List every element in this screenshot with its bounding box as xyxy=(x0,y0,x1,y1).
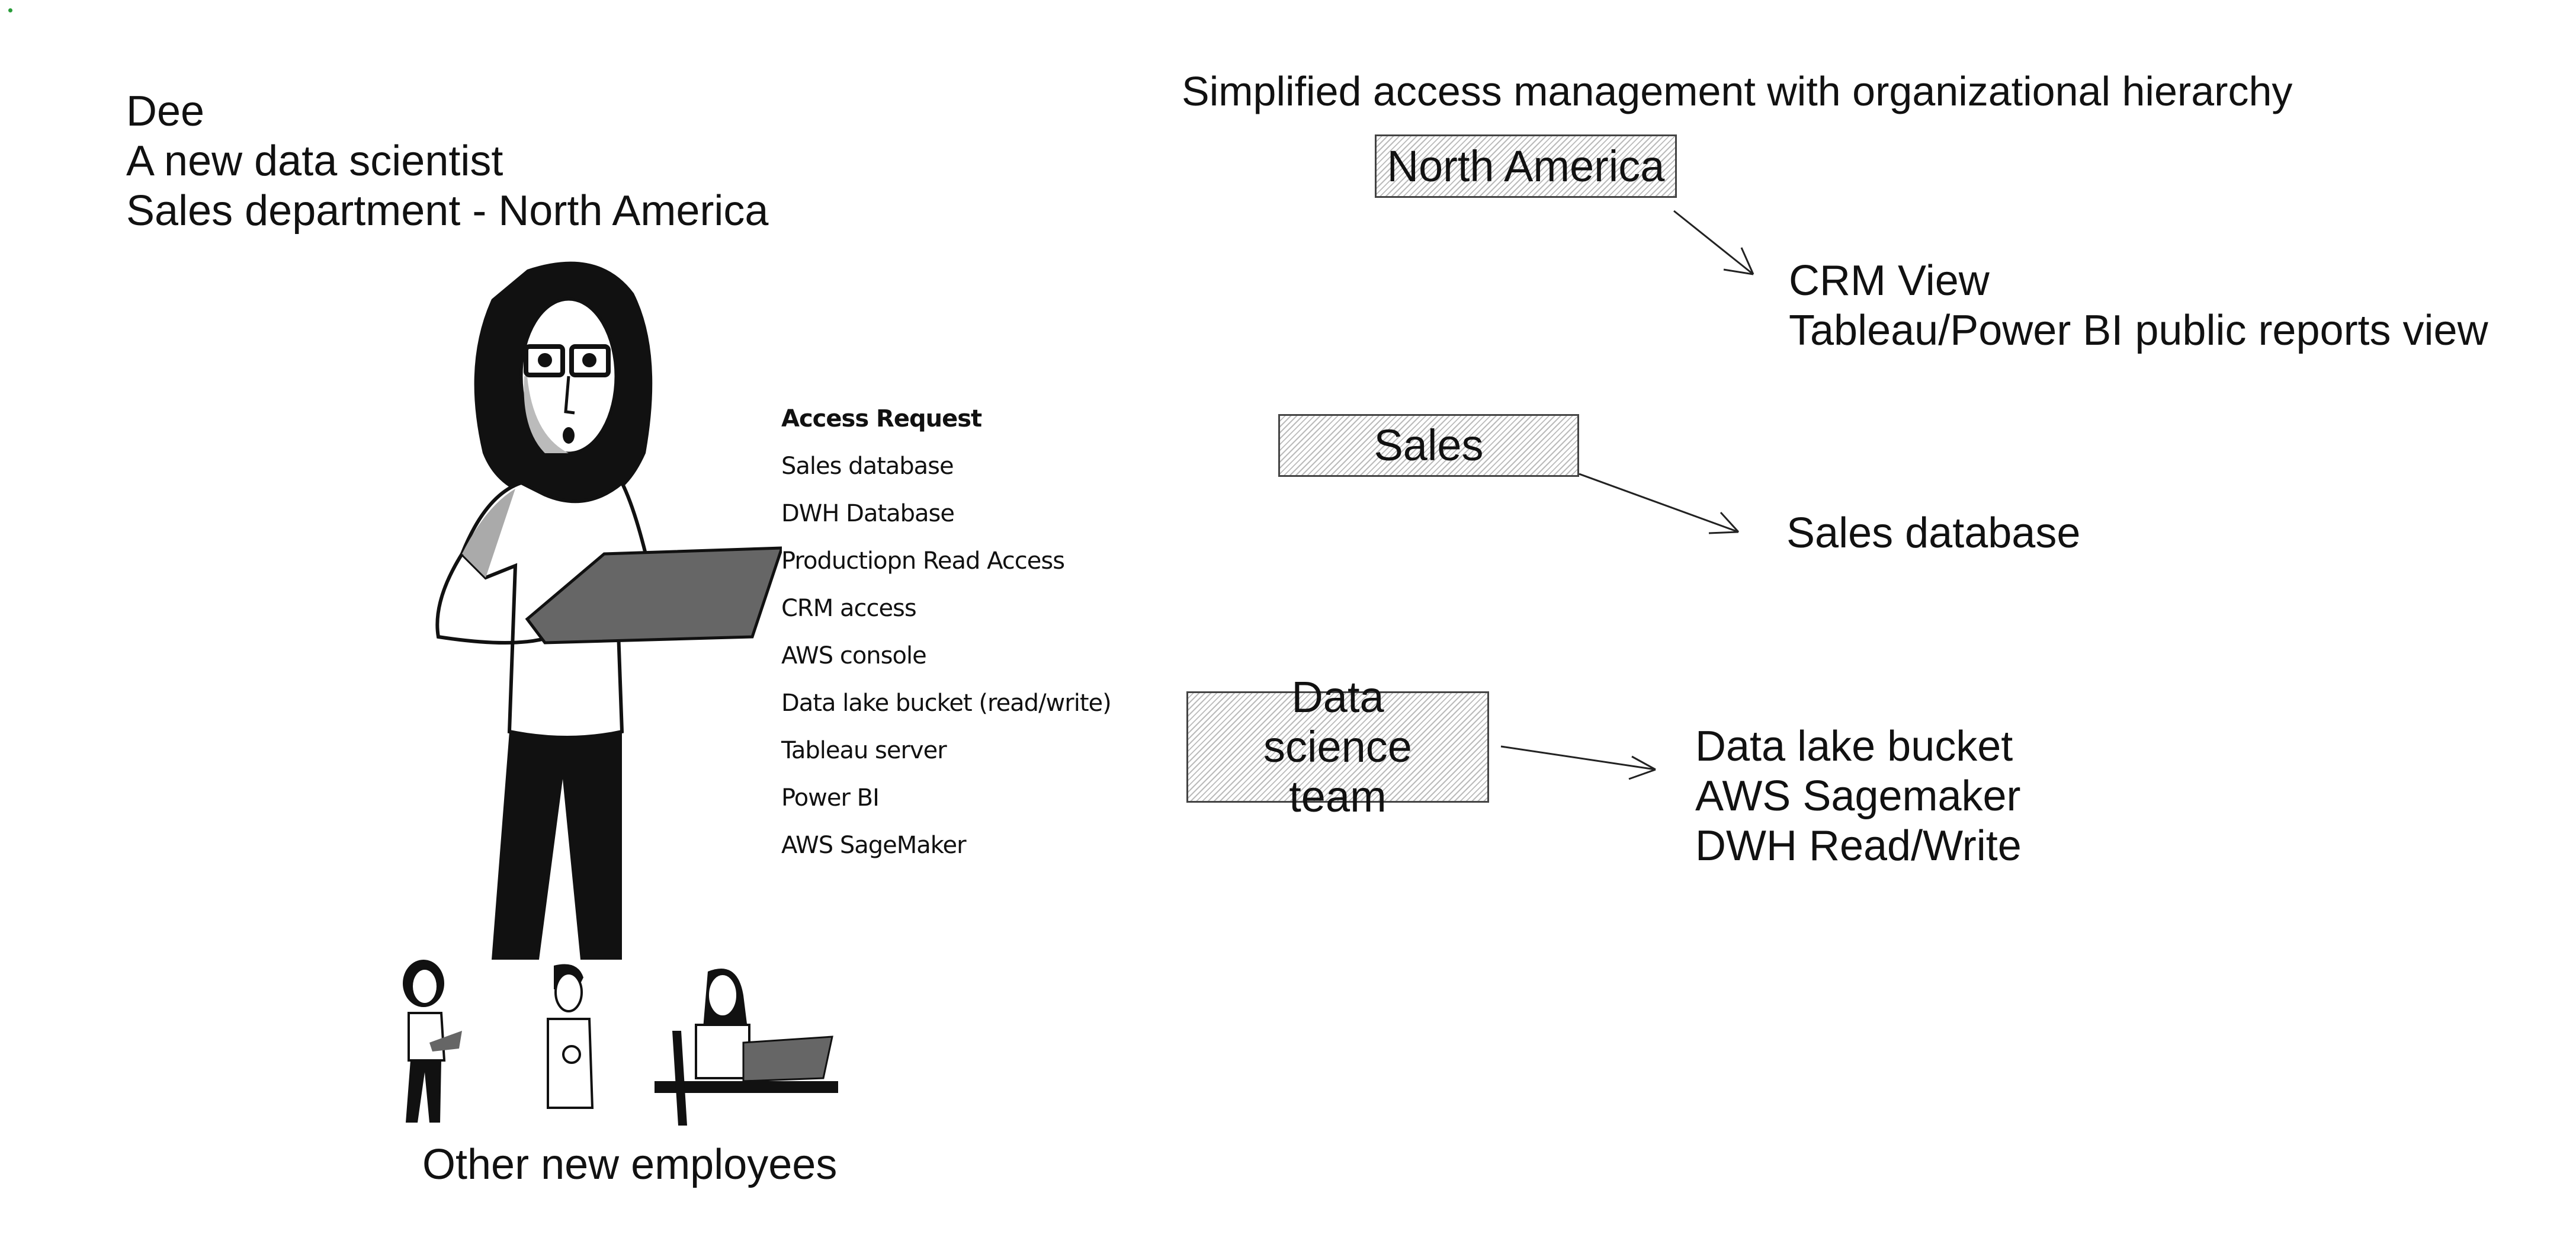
persona-name: Dee xyxy=(126,88,205,135)
group-box-data-science: Data science team xyxy=(1186,672,1489,821)
group-name: Sales xyxy=(1374,421,1484,470)
other-employees-label: Other new employees xyxy=(422,1141,838,1188)
access-request-item: Power BI xyxy=(781,784,880,812)
group-name: Data science team xyxy=(1263,672,1412,821)
arrow-north-america xyxy=(1673,210,1754,275)
access-request-item: Productiopn Read Access xyxy=(781,547,1065,575)
dee-illustration xyxy=(435,261,782,960)
arrow-data-science xyxy=(1500,745,1656,780)
group-name: North America xyxy=(1387,141,1665,191)
grant-item: AWS Sagemaker xyxy=(1695,772,2021,820)
grant-item: Tableau/Power BI public reports view xyxy=(1789,307,2488,354)
grant-item: CRM View xyxy=(1789,257,1990,304)
access-request-item: AWS console xyxy=(781,642,927,669)
status-dot xyxy=(8,8,12,12)
group-box-north-america: North America xyxy=(1375,134,1677,198)
persona-department: Sales department - North America xyxy=(126,187,769,235)
access-request-item: DWH Database xyxy=(781,500,955,527)
access-request-list: Access Request Sales database DWH Databa… xyxy=(781,395,1112,869)
grant-list-data-science: Data lake bucket AWS Sagemaker DWH Read/… xyxy=(1695,722,2022,871)
arrow-sales xyxy=(1579,473,1740,534)
access-request-item: Tableau server xyxy=(781,737,947,764)
grant-item: Sales database xyxy=(1786,509,2081,557)
persona-block: Dee A new data scientist Sales departmen… xyxy=(126,86,768,236)
other-employees-illustration xyxy=(403,960,838,1126)
hierarchy-title: Simplified access management with organi… xyxy=(1182,68,2293,114)
access-request-item: Sales database xyxy=(781,453,954,480)
access-request-title: Access Request xyxy=(781,405,982,432)
group-box-sales: Sales xyxy=(1278,414,1579,477)
grant-list-sales: Sales database xyxy=(1786,508,2080,558)
grant-item: Data lake bucket xyxy=(1695,723,2013,770)
grant-item: DWH Read/Write xyxy=(1695,822,2022,870)
access-request-item: CRM access xyxy=(781,595,917,622)
access-request-item: Data lake bucket (read/write) xyxy=(781,690,1112,717)
employee-figure-3 xyxy=(655,969,838,1126)
access-request-item: AWS SageMaker xyxy=(781,832,967,859)
grant-list-north-america: CRM View Tableau/Power BI public reports… xyxy=(1789,256,2488,355)
persona-role: A new data scientist xyxy=(126,137,503,185)
employee-figure-2 xyxy=(547,964,594,1109)
employee-figure-1 xyxy=(403,960,462,1123)
